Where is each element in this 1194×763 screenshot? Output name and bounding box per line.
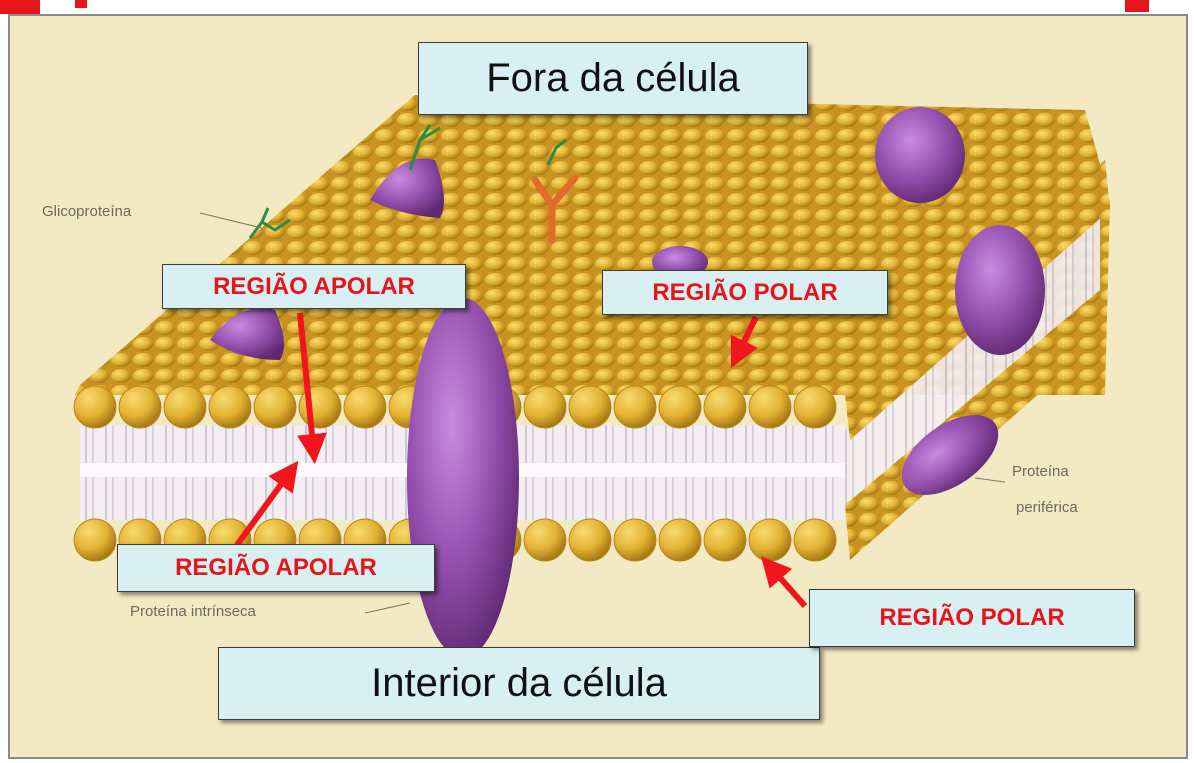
lipid-head [164, 386, 206, 428]
lipid-head [344, 386, 386, 428]
lipid-head [74, 519, 116, 561]
lipid-head [569, 386, 611, 428]
arrow-polar-bottom [767, 563, 805, 606]
lipid-head [749, 519, 791, 561]
polar-region-label-bottom: REGIÃO POLAR [809, 589, 1135, 647]
lipid-head [119, 386, 161, 428]
outside-cell-label: Fora da célula [418, 42, 808, 115]
lipid-head [74, 386, 116, 428]
lipid-head [254, 386, 296, 428]
lipid-head [794, 386, 836, 428]
intrinsic-leader-line [365, 603, 410, 613]
inside-cell-label: Interior da célula [218, 647, 820, 720]
lipid-head [794, 519, 836, 561]
lipid-head [704, 519, 746, 561]
lipid-head [659, 386, 701, 428]
lipid-head [524, 386, 566, 428]
surface-protein [875, 107, 965, 203]
lipid-head [209, 386, 251, 428]
intrinsic-protein [407, 298, 519, 658]
apolar-region-label-bottom: REGIÃO APOLAR [117, 544, 435, 592]
peripheral-protein-label-1: Proteína [1012, 463, 1069, 481]
lipid-head [524, 519, 566, 561]
side-protein [955, 225, 1045, 355]
intrinsic-protein-label: Proteína intrínseca [130, 603, 256, 621]
peripheral-protein-label-2: periférica [1016, 499, 1078, 517]
lipid-head [569, 519, 611, 561]
lipid-head [749, 386, 791, 428]
lipid-head [614, 519, 656, 561]
lipid-head [659, 519, 701, 561]
polar-region-label-top: REGIÃO POLAR [602, 270, 888, 315]
lipid-head [614, 386, 656, 428]
glycoprotein-label: Glicoproteína [42, 203, 131, 221]
glyco-leader-line [200, 213, 262, 228]
peripheral-leader-line [975, 478, 1005, 482]
lipid-head [704, 386, 746, 428]
apolar-region-label-top: REGIÃO APOLAR [162, 264, 466, 309]
